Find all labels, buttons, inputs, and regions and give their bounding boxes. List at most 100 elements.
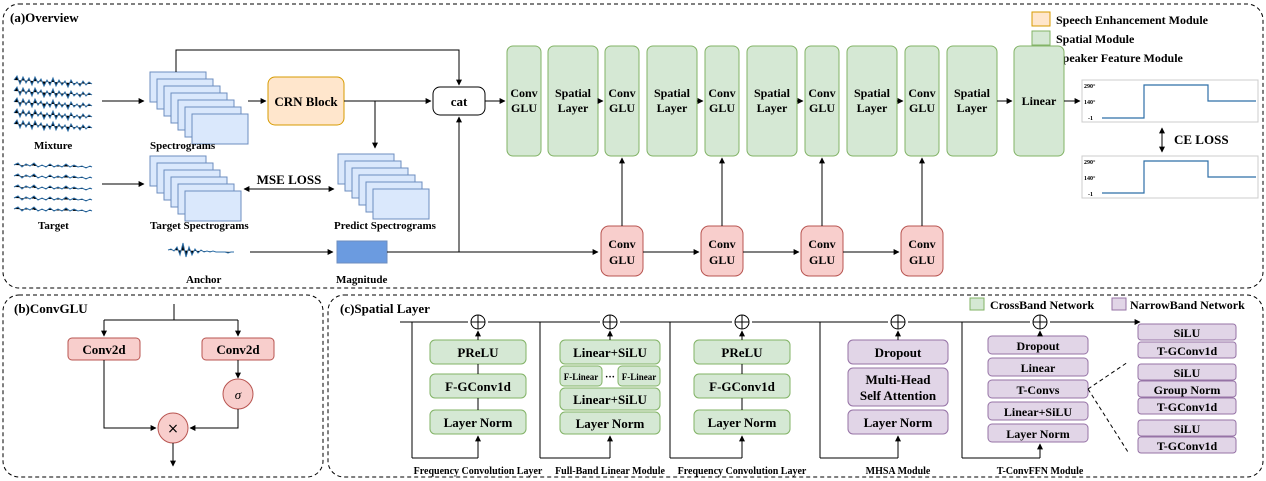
tconv-detail-silu-3: SiLU <box>1174 422 1201 436</box>
spectrograms-label: Spectrograms <box>150 140 216 152</box>
output-plot-target: 290° 140° -1 <box>1081 155 1259 199</box>
speaker-feature-chain: Conv GLU Conv GLU Conv GLU Conv GLU <box>600 225 944 277</box>
spk-conv-glu-1-line1: Conv <box>608 237 635 251</box>
conv-glu-1-line1: Conv <box>510 86 537 100</box>
residual-add-nodes <box>470 314 1048 330</box>
conv-glu-5-line1: Conv <box>908 86 935 100</box>
linear-silu-ffn <box>987 401 1089 421</box>
tconv-detail-silu-1: SiLU <box>1174 326 1201 340</box>
prelu-1-label: PReLU <box>457 345 499 360</box>
cat-label: cat <box>451 94 468 109</box>
mhsa-block <box>847 367 949 407</box>
predict-spectrograms-stack <box>337 153 430 220</box>
conv-glu-1-line2: GLU <box>511 101 537 115</box>
layernorm-4-label: Layer Norm <box>864 415 933 430</box>
conv2d-left-label: Conv2d <box>82 342 126 357</box>
conv-glu-4-line1: Conv <box>808 86 835 100</box>
dropout-1-label: Dropout <box>875 345 922 360</box>
layernorm-2-label: Layer Norm <box>576 416 645 431</box>
spatial-module-chain: Conv GLU Spatial Layer Conv GLU Spatial … <box>506 45 1065 157</box>
legend-speech-enhancement: Speech Enhancement Module <box>1056 13 1209 27</box>
mixture-label: Mixture <box>34 140 72 152</box>
spatial-layer-1-line1: Spatial <box>555 86 592 100</box>
convglu-panel <box>2 294 324 478</box>
spk-conv-glu-1-line2: GLU <box>609 253 635 267</box>
mse-loss-label: MSE LOSS <box>257 172 322 187</box>
tconv-detail-tgconv-2: T-GConv1d <box>1157 400 1218 414</box>
plot1-tick-140: 140° <box>1084 99 1096 106</box>
legend-swatch-orange <box>1031 11 1051 27</box>
layernorm-3-label: Layer Norm <box>708 415 777 430</box>
target-label: Target <box>38 220 69 232</box>
spk-conv-glu-4-line1: Conv <box>908 237 935 251</box>
legend-crossband-swatch <box>969 297 985 311</box>
conv2d-right-label: Conv2d <box>216 342 260 357</box>
plot1-tick-290: 290° <box>1084 83 1096 90</box>
crn-block-label: CRN Block <box>274 94 338 109</box>
layernorm-4 <box>847 409 949 435</box>
layernorm-5 <box>987 423 1089 443</box>
target-spectrograms-stack <box>149 155 242 222</box>
spk-conv-glu-2-line1: Conv <box>708 237 735 251</box>
legend-narrowband: NarrowBand Network <box>1130 298 1245 312</box>
linear-ffn <box>987 357 1089 377</box>
plot2-tick-290: 290° <box>1084 159 1096 166</box>
linear-silu-bottom <box>559 387 661 411</box>
spatial-layer-title: (c)Spatial Layer <box>340 301 430 316</box>
spatial-layer-1-line2: Layer <box>558 101 589 115</box>
tconv-detail-tgconv-1: T-GConv1d <box>1157 344 1218 358</box>
f-linear-left-label: F-Linear <box>564 372 599 382</box>
tconv-detail-groupnorm: Group Norm <box>1154 383 1221 397</box>
prelu-2-label: PReLU <box>721 345 763 360</box>
fgconv-2-label: F-GConv1d <box>709 379 776 394</box>
f-linear-left <box>559 365 603 387</box>
spatial-layer-panel <box>327 294 1264 478</box>
spatial-layer-3-line2: Layer <box>757 101 788 115</box>
linear-silu-bottom-label: Linear+SiLU <box>573 392 647 407</box>
spatial-layer-5-line1: Spatial <box>954 86 991 100</box>
conv-glu-2-line1: Conv <box>608 86 635 100</box>
sigmoid-label: σ <box>235 387 242 402</box>
fgconv-1-label: F-GConv1d <box>445 379 512 394</box>
anchor-waveform-icon <box>167 242 234 258</box>
legend-spatial-module: Spatial Module <box>1056 32 1135 46</box>
plot2-tick-140: 140° <box>1084 175 1096 182</box>
caption-fullband: Full-Band Linear Module <box>555 466 665 477</box>
legend-crossband: CrossBand Network <box>990 298 1094 312</box>
linear-block-label: Linear <box>1022 94 1057 108</box>
mhsa-label-line1: Multi-Head <box>866 372 932 387</box>
linear-silu-ffn-label: Linear+SiLU <box>1004 405 1073 419</box>
conv-glu-4-line2: GLU <box>809 101 835 115</box>
tconv-detail-tgconv-3: T-GConv1d <box>1157 439 1218 453</box>
layernorm-5-label: Layer Norm <box>1006 427 1069 441</box>
f-linear-right-label: F-Linear <box>622 372 657 382</box>
legend-narrowband-swatch <box>1111 297 1127 311</box>
overview-title: (a)Overview <box>10 10 79 25</box>
target-spectrograms-label: Target Spectrograms <box>150 220 249 232</box>
plot2-tick-neg1: -1 <box>1088 192 1093 198</box>
mixture-waveform-icon <box>13 72 96 133</box>
spectrograms-stack <box>149 71 249 145</box>
linear-silu-top-label: Linear+SiLU <box>573 345 647 360</box>
spatial-layer-4-line2: Layer <box>857 101 888 115</box>
layernorm-1-label: Layer Norm <box>444 415 513 430</box>
conv-glu-3-line2: GLU <box>709 101 735 115</box>
caption-freq-conv-1: Frequency Convolution Layer <box>414 466 543 477</box>
dropout-2-label: Dropout <box>1016 339 1059 353</box>
spatial-layer-2-line1: Spatial <box>654 86 691 100</box>
caption-mhsa: MHSA Module <box>866 466 931 477</box>
f-linear-dots: ··· <box>605 372 615 383</box>
f-linear-right <box>617 365 661 387</box>
spatial-layer-3-line1: Spatial <box>754 86 791 100</box>
conv-glu-2-line2: GLU <box>609 101 635 115</box>
legend-speaker-feature: Speaker Feature Module <box>1056 51 1184 65</box>
linear-ffn-label: Linear <box>1021 361 1056 375</box>
conv-glu-5-line2: GLU <box>909 101 935 115</box>
caption-tconvffn: T-ConvFFN Module <box>997 466 1084 477</box>
plot1-tick-neg1: -1 <box>1088 116 1093 122</box>
output-plot-predicted: 290° 140° -1 <box>1081 79 1259 123</box>
overview-panel <box>2 3 1264 289</box>
multiply-label: × <box>167 421 179 437</box>
convglu-title: (b)ConvGLU <box>14 301 88 316</box>
